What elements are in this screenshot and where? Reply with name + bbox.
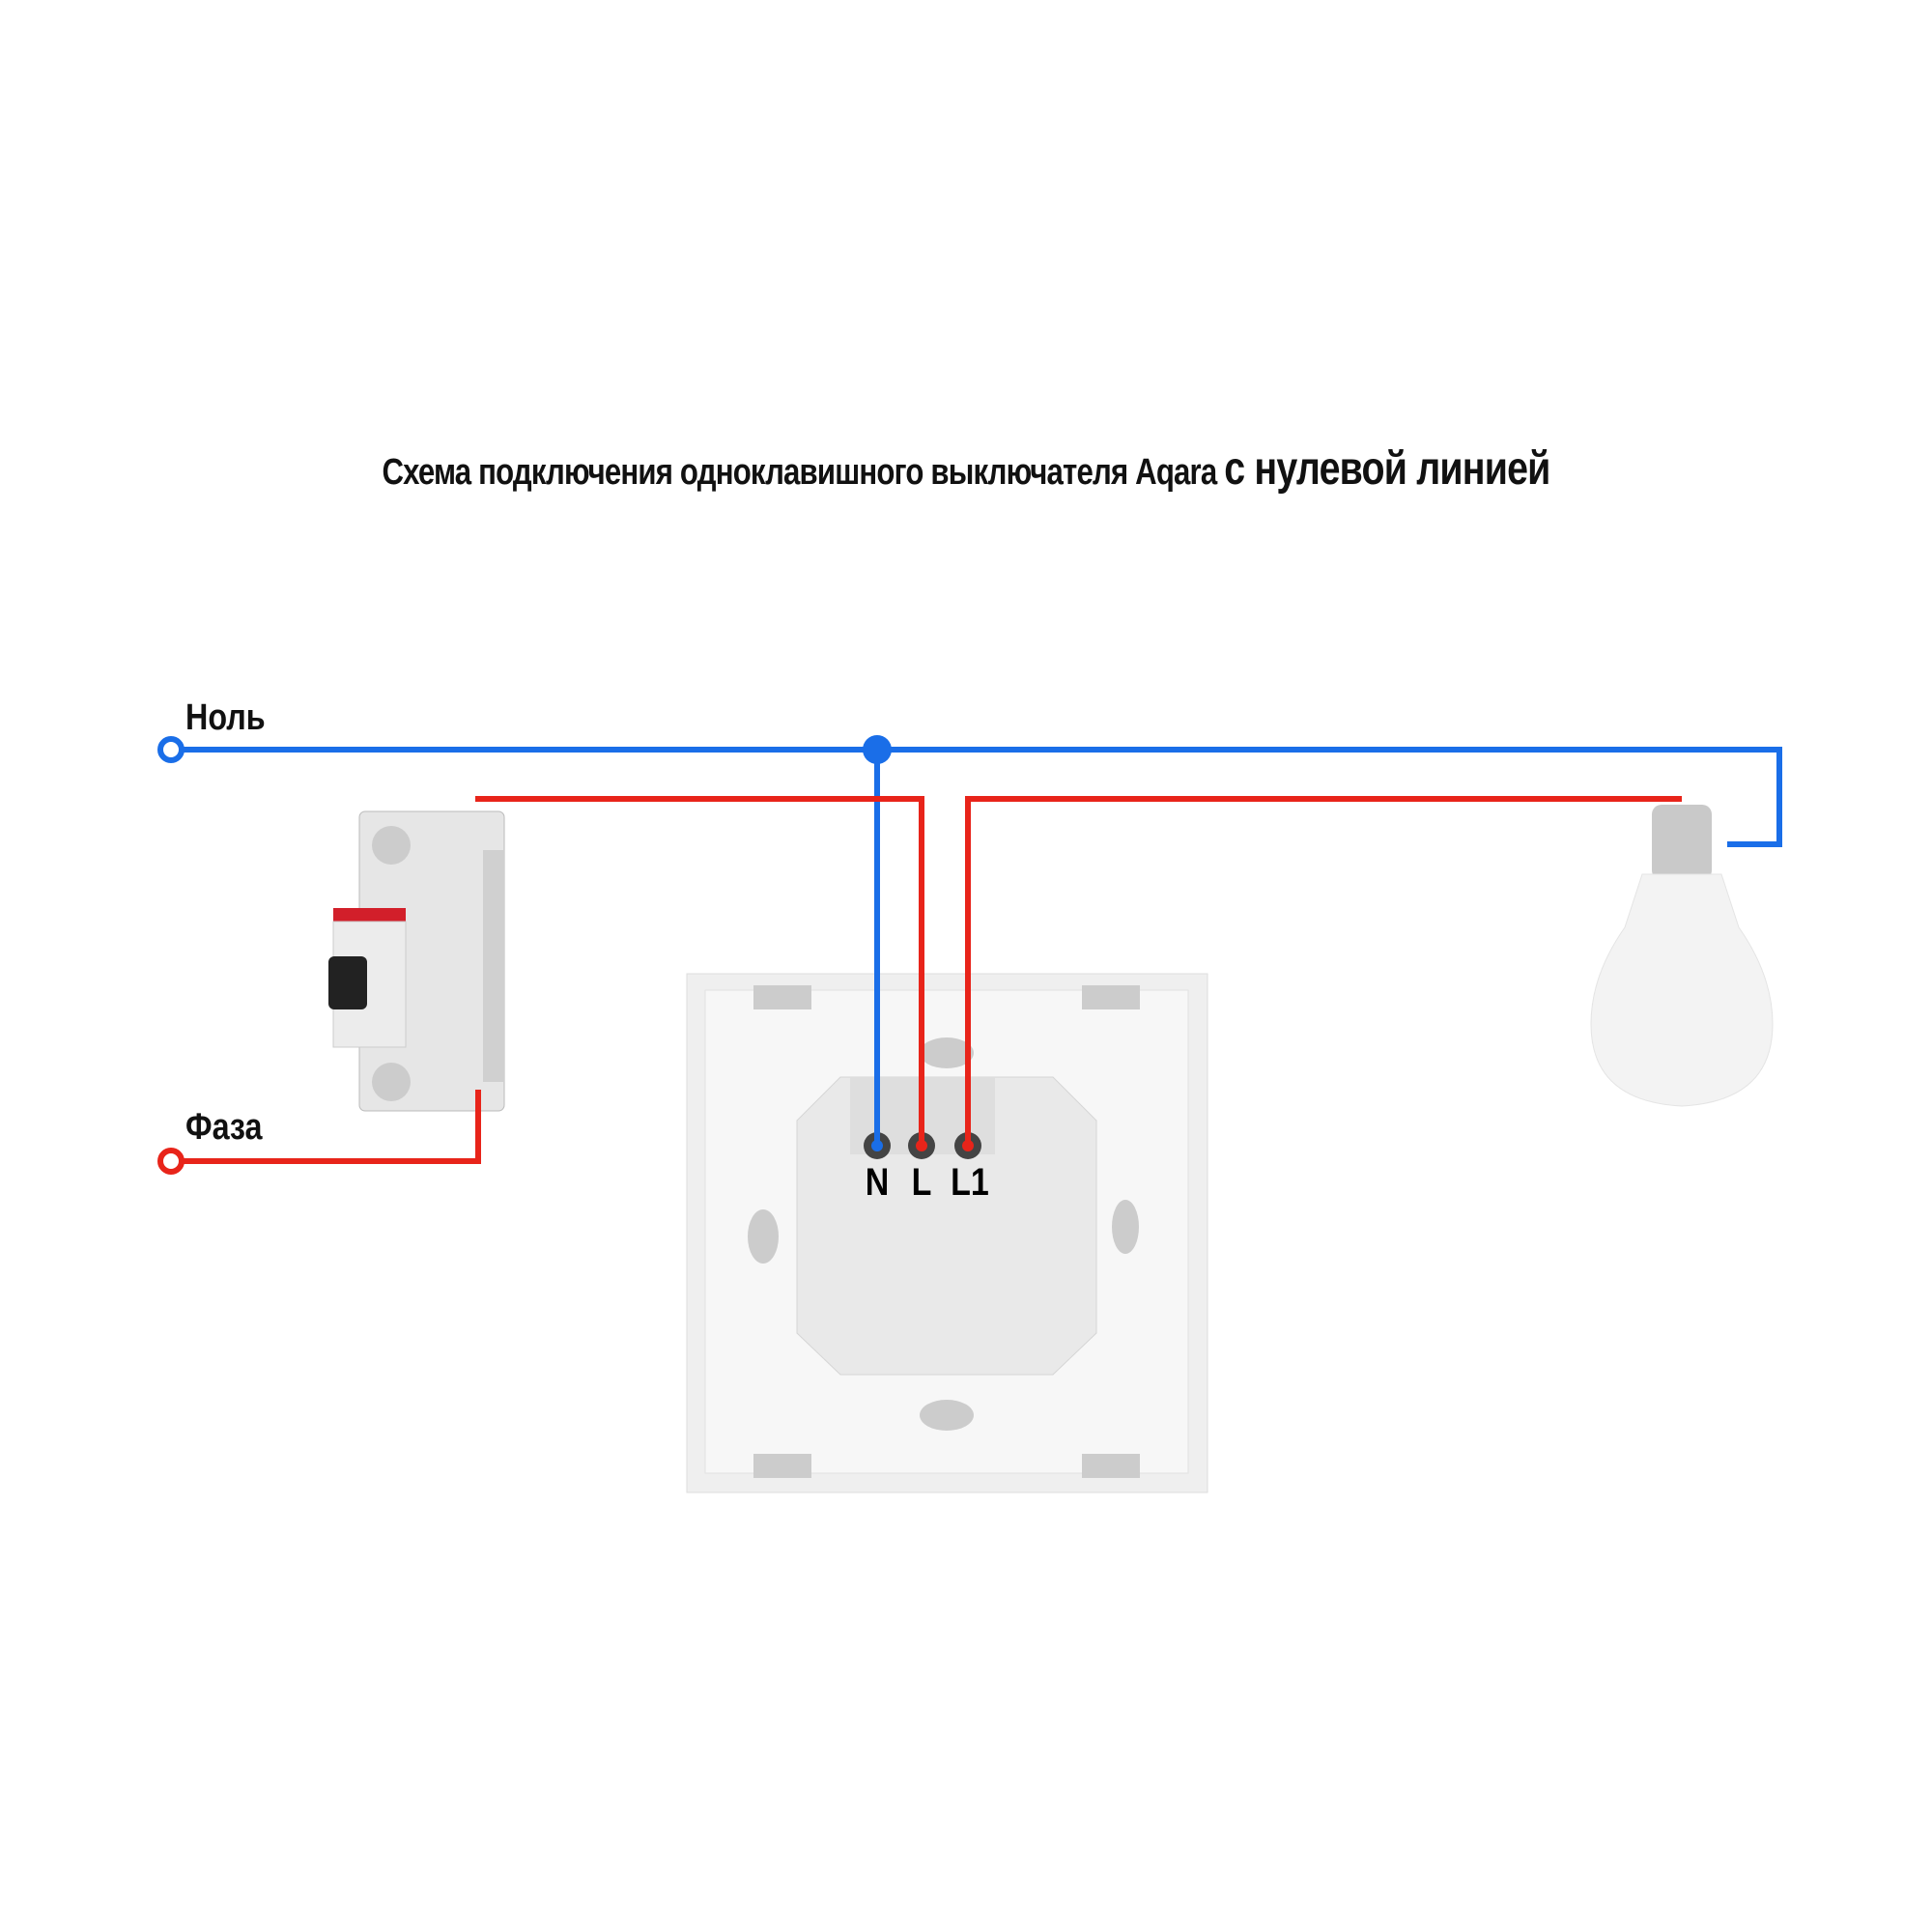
terminal-l-label: L	[911, 1161, 932, 1204]
junction-dot	[863, 735, 892, 764]
neutral-terminal-point	[157, 736, 185, 763]
phase-label: Фаза	[185, 1107, 263, 1148]
title-main: Схема подключения одноклавишного выключа…	[382, 452, 1225, 493]
phase-to-switch-L	[475, 796, 924, 1146]
phase-terminal-point	[157, 1148, 185, 1175]
terminal-l1-label: L1	[951, 1161, 989, 1204]
neutral-label: Ноль	[185, 697, 266, 738]
aqara-switch-back	[686, 973, 1208, 1493]
circuit-breaker	[328, 810, 505, 1112]
title-emphasis: с нулевой линией	[1224, 443, 1550, 495]
neutral-wire	[171, 747, 1782, 847]
phase-input-wire	[171, 1090, 481, 1164]
switch-L1-to-lamp	[965, 796, 1682, 1146]
diagram-title: Схема подключения одноклавишного выключа…	[174, 442, 1758, 496]
light-bulb	[1590, 805, 1774, 1107]
terminal-n-label: N	[865, 1161, 890, 1204]
